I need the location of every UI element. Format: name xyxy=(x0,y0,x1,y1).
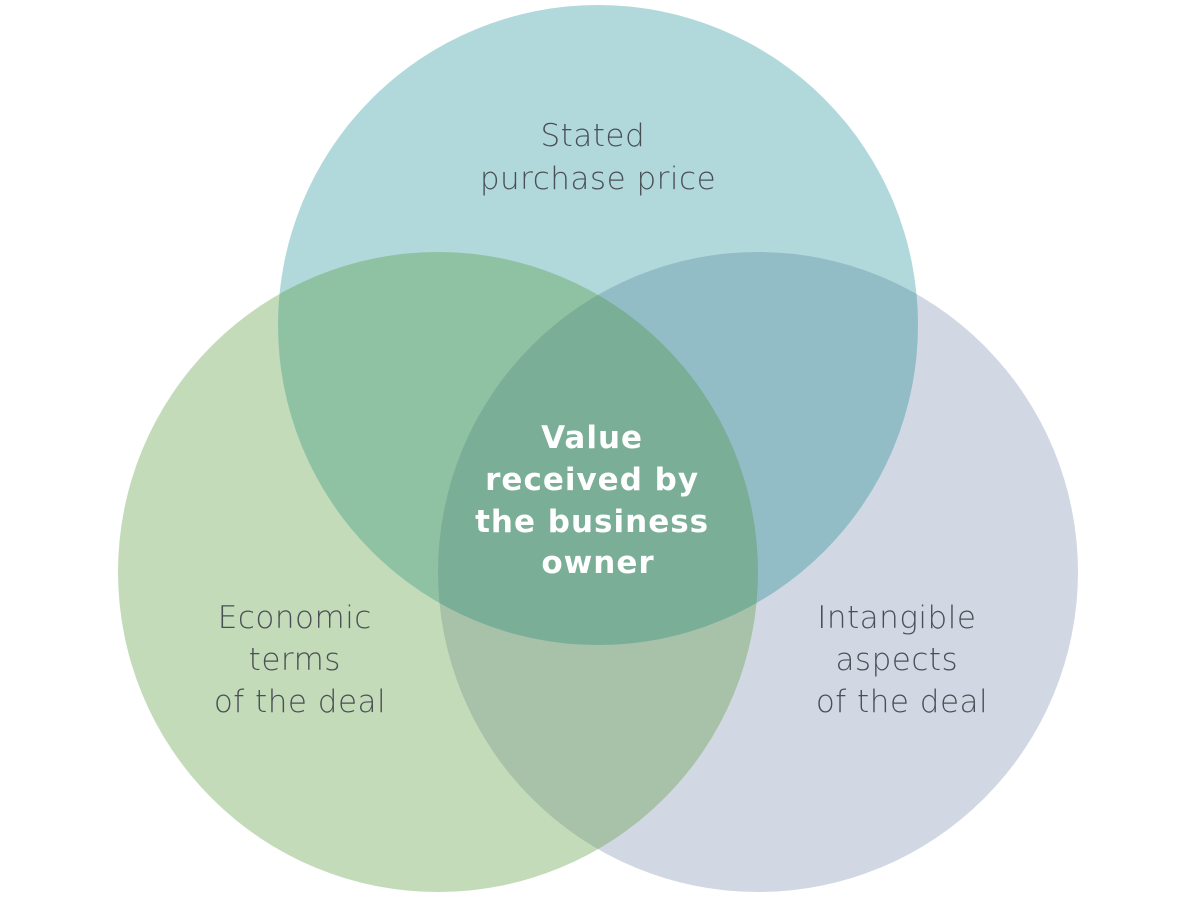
label-left-line-2: terms xyxy=(249,642,341,678)
label-top-line-2: purchase price xyxy=(480,161,716,197)
label-left-line-1: Economic xyxy=(218,600,372,636)
label-center-line-3: the business xyxy=(475,504,709,540)
label-right-line-1: Intangible xyxy=(817,600,976,636)
label-center: Value received by the business owner xyxy=(475,420,721,581)
label-left-line-3: of the deal xyxy=(214,684,386,720)
label-left-circle: Economic terms of the deal xyxy=(214,600,386,720)
label-center-line-1: Value xyxy=(541,420,643,456)
label-top-line-1: Stated xyxy=(540,118,645,154)
label-right-line-3: of the deal xyxy=(816,684,988,720)
label-top-circle: Stated purchase price xyxy=(480,118,716,197)
label-right-line-2: aspects xyxy=(835,642,958,678)
label-center-line-2: received by xyxy=(485,462,699,498)
overlap-center xyxy=(438,252,758,645)
label-right-circle: Intangible aspects of the deal xyxy=(816,600,988,720)
label-center-line-4: owner xyxy=(541,545,654,581)
